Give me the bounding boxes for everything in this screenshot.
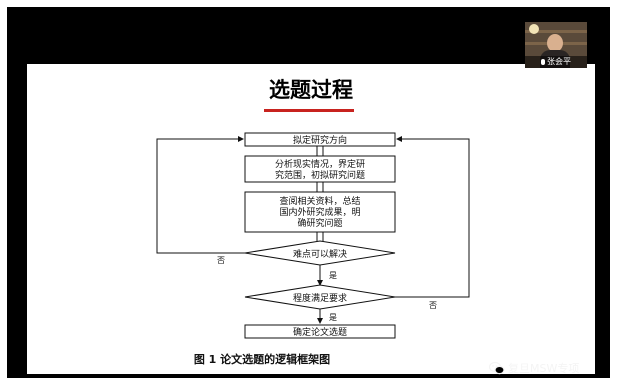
wechat-logo-icon bbox=[489, 361, 505, 375]
lamp-decoration bbox=[529, 24, 539, 34]
figure-caption: 图 1 论文选题的逻辑框架图 bbox=[193, 353, 331, 366]
participant-name: 张会平 bbox=[547, 57, 571, 66]
participant-head bbox=[547, 34, 563, 52]
flow-box-analyze-situation bbox=[244, 155, 396, 183]
microphone-icon bbox=[541, 58, 545, 65]
watermark-text: 复旦MSW专项 bbox=[508, 362, 580, 375]
flow-box-review-literature-line1: 查阅相关资料，总结 bbox=[279, 195, 360, 207]
screen-share-frame: 选题过程 拟定研究方向 分析现实情况，界定研 究范围，初拟研究问题 bbox=[7, 7, 610, 378]
flow-box-define-direction bbox=[244, 132, 396, 147]
participant-video-tile[interactable]: 张会平 bbox=[525, 22, 587, 68]
logic-flowchart: 拟定研究方向 分析现实情况，界定研 究范围，初拟研究问题 查阅相关资料，总结 国… bbox=[156, 132, 470, 339]
title-underline bbox=[264, 109, 354, 112]
flow-label-yes-2: 是 bbox=[329, 313, 337, 322]
flow-box-review-literature bbox=[244, 191, 396, 233]
flow-label-no-1: 否 bbox=[217, 256, 225, 265]
flow-decision-difficulty-solvable bbox=[244, 240, 396, 266]
bookshelf-decoration bbox=[525, 30, 587, 33]
wechat-watermark: 复旦MSW专项 bbox=[489, 359, 579, 377]
flow-decision-difficulty-solvable-label: 难点可以解决 bbox=[293, 248, 347, 260]
flow-box-confirm-topic bbox=[244, 324, 396, 339]
flow-loop-no-2 bbox=[395, 136, 470, 298]
participant-name-bar: 张会平 bbox=[525, 56, 587, 68]
presentation-slide: 选题过程 拟定研究方向 分析现实情况，界定研 究范围，初拟研究问题 bbox=[27, 64, 595, 374]
flow-loop-no-1 bbox=[156, 136, 245, 254]
flow-decision-meets-requirement-label: 程度满足要求 bbox=[293, 292, 347, 304]
flow-label-no-2: 否 bbox=[429, 301, 437, 310]
flow-box-review-literature-line2: 国内外研究成果，明 bbox=[279, 206, 360, 218]
slide-title: 选题过程 bbox=[269, 78, 353, 102]
flow-box-review-literature-line3: 确研究问题 bbox=[297, 217, 342, 229]
flow-box-analyze-situation-line2: 究范围，初拟研究问题 bbox=[275, 169, 365, 181]
flow-box-analyze-situation-line1: 分析现实情况，界定研 bbox=[275, 158, 365, 170]
flow-label-yes-1: 是 bbox=[329, 271, 337, 280]
flow-box-confirm-topic-label: 确定论文选题 bbox=[293, 326, 347, 338]
flow-box-define-direction-label: 拟定研究方向 bbox=[293, 134, 347, 146]
